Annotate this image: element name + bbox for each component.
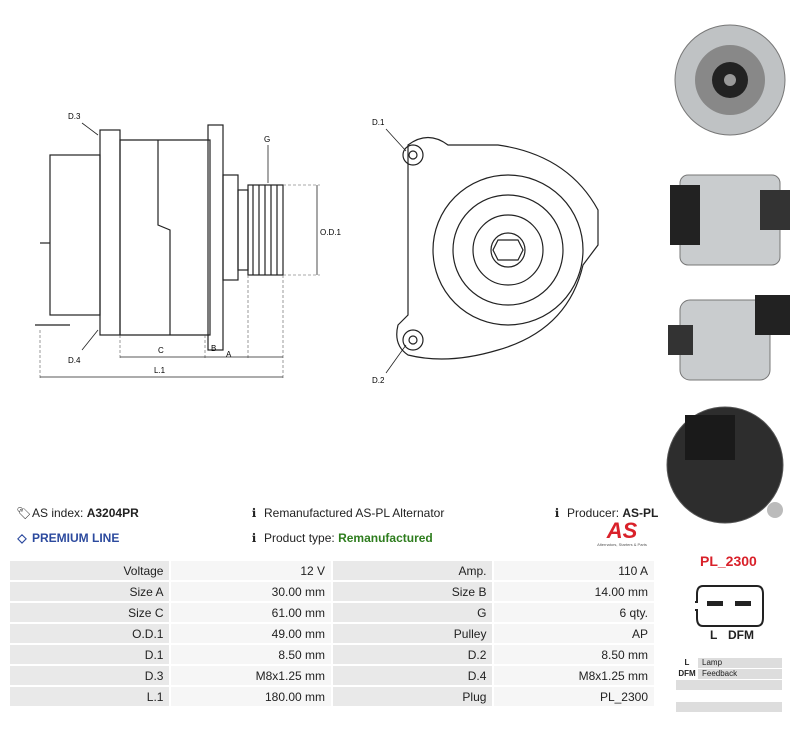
info-icon: ℹ bbox=[554, 506, 560, 520]
premium-text: PREMIUM LINE bbox=[32, 531, 120, 545]
producer-value: AS-PL bbox=[622, 506, 659, 520]
spec-value: 8.50 mm bbox=[494, 645, 654, 664]
table-row: O.D.1 49.00 mm Pulley AP bbox=[10, 624, 654, 643]
spec-table: Voltage 12 V Amp. 110 A Size A 30.00 mm … bbox=[8, 559, 656, 708]
label-g: G bbox=[264, 135, 270, 144]
as-index: 🏷AS index: A3204PR bbox=[16, 506, 139, 520]
as-index-value: A3204PR bbox=[86, 506, 139, 520]
product-photo-side bbox=[670, 174, 790, 266]
list-item: L Lamp bbox=[676, 658, 782, 668]
tag-icon: 🏷 bbox=[16, 506, 32, 520]
spec-label: L.1 bbox=[10, 687, 170, 706]
spec-label: Size A bbox=[10, 582, 170, 601]
as-index-label: AS index: bbox=[32, 506, 84, 520]
spec-label: G bbox=[333, 603, 493, 622]
premium-line-badge: ◇ PREMIUM LINE bbox=[16, 531, 119, 545]
as-logo: AS Alternators, Starters & Parts bbox=[590, 518, 654, 548]
spec-value: 30.00 mm bbox=[171, 582, 331, 601]
spec-value: 110 A bbox=[494, 561, 654, 580]
spec-value: 14.00 mm bbox=[494, 582, 654, 601]
spec-label: Pulley bbox=[333, 624, 493, 643]
spec-value: 61.00 mm bbox=[171, 603, 331, 622]
spec-label: D.3 bbox=[10, 666, 170, 685]
info-icon: ℹ bbox=[251, 531, 257, 545]
table-row: Size C 61.00 mm G 6 qty. bbox=[10, 603, 654, 622]
producer: ℹ Producer: AS-PL bbox=[551, 506, 659, 520]
pin-desc: Lamp bbox=[698, 658, 782, 668]
label-l1: L.1 bbox=[154, 366, 166, 375]
table-row: Voltage 12 V Amp. 110 A bbox=[10, 561, 654, 580]
info-icon: ℹ bbox=[251, 506, 257, 520]
spec-label: D.1 bbox=[10, 645, 170, 664]
spec-label: Voltage bbox=[10, 561, 170, 580]
pin-key: DFM bbox=[676, 669, 698, 679]
as-logo-subtitle: Alternators, Starters & Parts bbox=[597, 542, 647, 547]
list-item: DFM Feedback bbox=[676, 669, 782, 679]
spec-value: M8x1.25 mm bbox=[171, 666, 331, 685]
label-c: C bbox=[158, 346, 164, 355]
product-photo-front bbox=[674, 24, 786, 136]
producer-label: Producer: bbox=[567, 506, 620, 520]
pin-desc: Feedback bbox=[698, 669, 782, 679]
spec-value: 12 V bbox=[171, 561, 331, 580]
plug-pin-left: L bbox=[710, 628, 718, 642]
spec-label: Plug bbox=[333, 687, 493, 706]
as-logo-mark: AS bbox=[606, 518, 638, 543]
pin-legend: L Lamp DFM Feedback bbox=[676, 658, 782, 713]
label-d1: D.1 bbox=[372, 118, 385, 127]
list-item bbox=[676, 691, 782, 701]
product-type-label: Product type: bbox=[264, 531, 335, 545]
spec-label: O.D.1 bbox=[10, 624, 170, 643]
side-view-drawing: D.3 D.4 G O.D.1 C B A L.1 bbox=[35, 112, 341, 380]
spec-label: D.4 bbox=[333, 666, 493, 685]
description: ℹ Remanufactured AS-PL Alternator bbox=[248, 506, 445, 520]
table-row: D.3 M8x1.25 mm D.4 M8x1.25 mm bbox=[10, 666, 654, 685]
table-row: D.1 8.50 mm D.2 8.50 mm bbox=[10, 645, 654, 664]
description-text: Remanufactured AS-PL Alternator bbox=[264, 506, 445, 520]
spec-value: M8x1.25 mm bbox=[494, 666, 654, 685]
pin-key: L bbox=[676, 658, 698, 668]
product-photo-rear bbox=[666, 406, 784, 524]
spec-value: AP bbox=[494, 624, 654, 643]
label-od1: O.D.1 bbox=[320, 228, 341, 237]
table-row: Size A 30.00 mm Size B 14.00 mm bbox=[10, 582, 654, 601]
product-type: ℹ Product type: Remanufactured bbox=[248, 531, 433, 545]
spec-value: PL_2300 bbox=[494, 687, 654, 706]
spec-value: 180.00 mm bbox=[171, 687, 331, 706]
label-b: B bbox=[211, 344, 216, 353]
plug-pin-right: DFM bbox=[728, 628, 754, 642]
product-type-value: Remanufactured bbox=[338, 531, 433, 545]
label-a: A bbox=[226, 350, 232, 359]
product-photo-top bbox=[668, 295, 790, 381]
spec-label: Size C bbox=[10, 603, 170, 622]
spec-label: Amp. bbox=[333, 561, 493, 580]
label-d3: D.3 bbox=[68, 112, 81, 121]
spec-label: D.2 bbox=[333, 645, 493, 664]
label-d4: D.4 bbox=[68, 356, 81, 365]
front-view-drawing: D.1 D.2 bbox=[372, 118, 599, 385]
spec-value: 6 qty. bbox=[494, 603, 654, 622]
table-row: L.1 180.00 mm Plug PL_2300 bbox=[10, 687, 654, 706]
spec-label: Size B bbox=[333, 582, 493, 601]
spec-value: 8.50 mm bbox=[171, 645, 331, 664]
list-item bbox=[676, 702, 782, 712]
spec-value: 49.00 mm bbox=[171, 624, 331, 643]
plug-connector-diagram bbox=[695, 585, 764, 627]
label-d2: D.2 bbox=[372, 376, 385, 385]
diamond-icon: ◇ bbox=[17, 531, 27, 545]
list-item bbox=[676, 680, 782, 690]
plug-title: PL_2300 bbox=[700, 553, 757, 569]
